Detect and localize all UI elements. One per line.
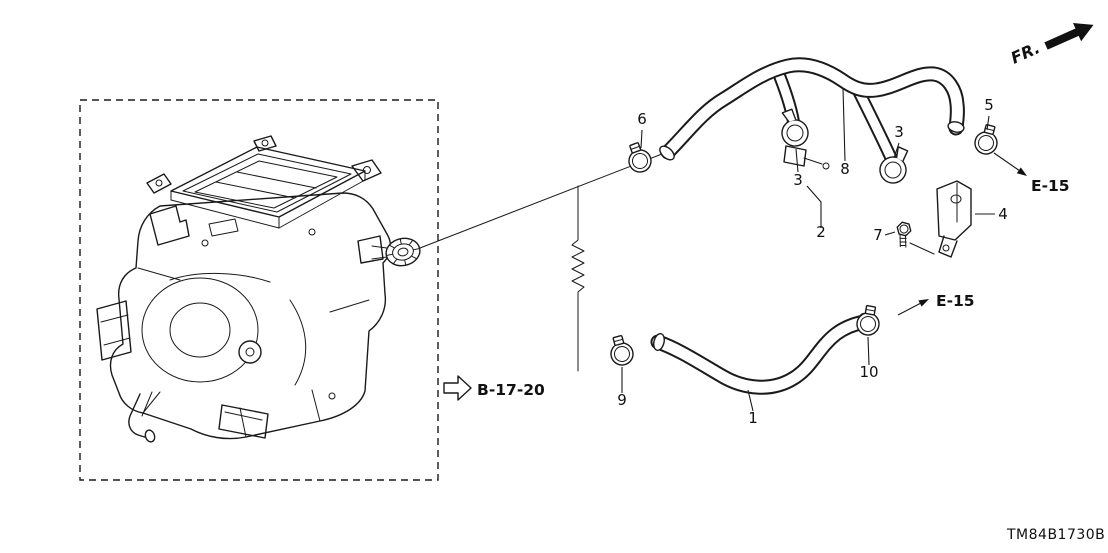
ref-label-e15-lower: E-15 [936,292,975,310]
frame-tab-left-hole [155,179,163,187]
callout-leader-3-2 [795,148,799,173]
hose-port-grommet [385,237,421,267]
frame-tab-top-hole [261,139,269,147]
e15-upper-arrow-head [1016,167,1027,176]
body-seams [137,267,370,438]
callout-number-1: 1 [748,409,758,427]
callout-number-9: 9 [617,391,627,409]
e15-upper-arrow-line [993,152,1021,172]
flange-bolt [896,221,912,248]
duct-frame-rim-edges [170,170,366,229]
callout-number-3: 3 [793,171,803,189]
port-to-hose-reference-line [419,153,663,249]
drain-pipe [128,393,149,439]
callout-number-10: 10 [859,363,878,381]
frame-tab-right [351,159,382,182]
e15-lower-arrow-head [918,299,929,307]
motor-boss-center [245,347,255,357]
water-valve-body [783,145,830,170]
blower-housing [141,277,259,383]
b-17-20-arrow [443,375,472,401]
blower-housing-inner [169,302,231,358]
callout-leader-6-6 [640,129,643,149]
duct-slats [215,171,317,199]
left-bracket-lines [100,314,131,346]
left-bracket-box [96,300,132,361]
callout-number-6: 6 [637,110,647,128]
screw-c [328,392,336,400]
bottom-tab [218,404,269,439]
hose-bracket [936,180,972,258]
duct-frame-rim-bottom [170,179,366,229]
callout-leader-3-3 [893,142,900,159]
water-valve-clip [777,106,811,149]
e15-lower-arrow-line [897,302,922,316]
frame-tab-left [146,173,172,194]
water-inlet-hose-fill [662,59,963,158]
body-contours [169,272,307,386]
ref-label-e15-upper: E-15 [1031,177,1070,195]
hose-clamp-10 [854,303,883,338]
callout-leader-7-7 [884,231,896,236]
drain-pipe-line [141,391,153,417]
ref-label-b-17-20: B-17-20 [477,381,545,399]
frame-tab-top [253,135,277,152]
screw-a [308,228,316,236]
outlet-branch-tube-fill [852,83,896,163]
callout-number-7: 7 [873,226,883,244]
spring-reference-line [571,185,585,372]
fr-label: FR. [1008,38,1043,67]
duct-frame-inner [194,160,338,209]
frame-tab-right-hole [363,166,371,174]
motor-boss [238,340,262,364]
callout-leader-8-8 [842,87,846,162]
water-outlet-hose-fill [652,316,870,393]
callout-number-4: 4 [998,205,1008,223]
hvac-unit-drawing [96,135,392,443]
inlet-hose-end-right [947,121,965,133]
part-code: TM84B1730B [1006,527,1105,543]
callout-leader-2-1 [806,185,822,228]
callout-leader-1-0 [747,389,754,412]
upper-left-step [149,205,190,246]
label-plate [208,218,239,237]
callout-number-8: 8 [840,160,850,178]
callout-number-3: 3 [894,123,904,141]
drain-pipe-end [144,429,156,443]
inlet-hose-end-left [659,145,675,161]
fr-direction-arrow [1044,23,1094,50]
screw-b [201,239,209,247]
port-bracket [357,235,384,264]
callout-number-2: 2 [816,223,826,241]
hose-clamp-9 [606,333,637,369]
duct-frame-mid [182,153,352,213]
bolt-to-bracket-line [909,242,935,255]
port-link-lines [371,245,388,260]
dashed-boundary-box [79,99,439,481]
bottom-tab-line [224,411,263,421]
callout-leader-5-5 [986,115,990,131]
callout-leader-10-10 [867,336,870,366]
hose-clamp-6 [622,139,655,176]
callout-number-5: 5 [984,96,994,114]
outlet-hose-end-left [653,332,665,352]
